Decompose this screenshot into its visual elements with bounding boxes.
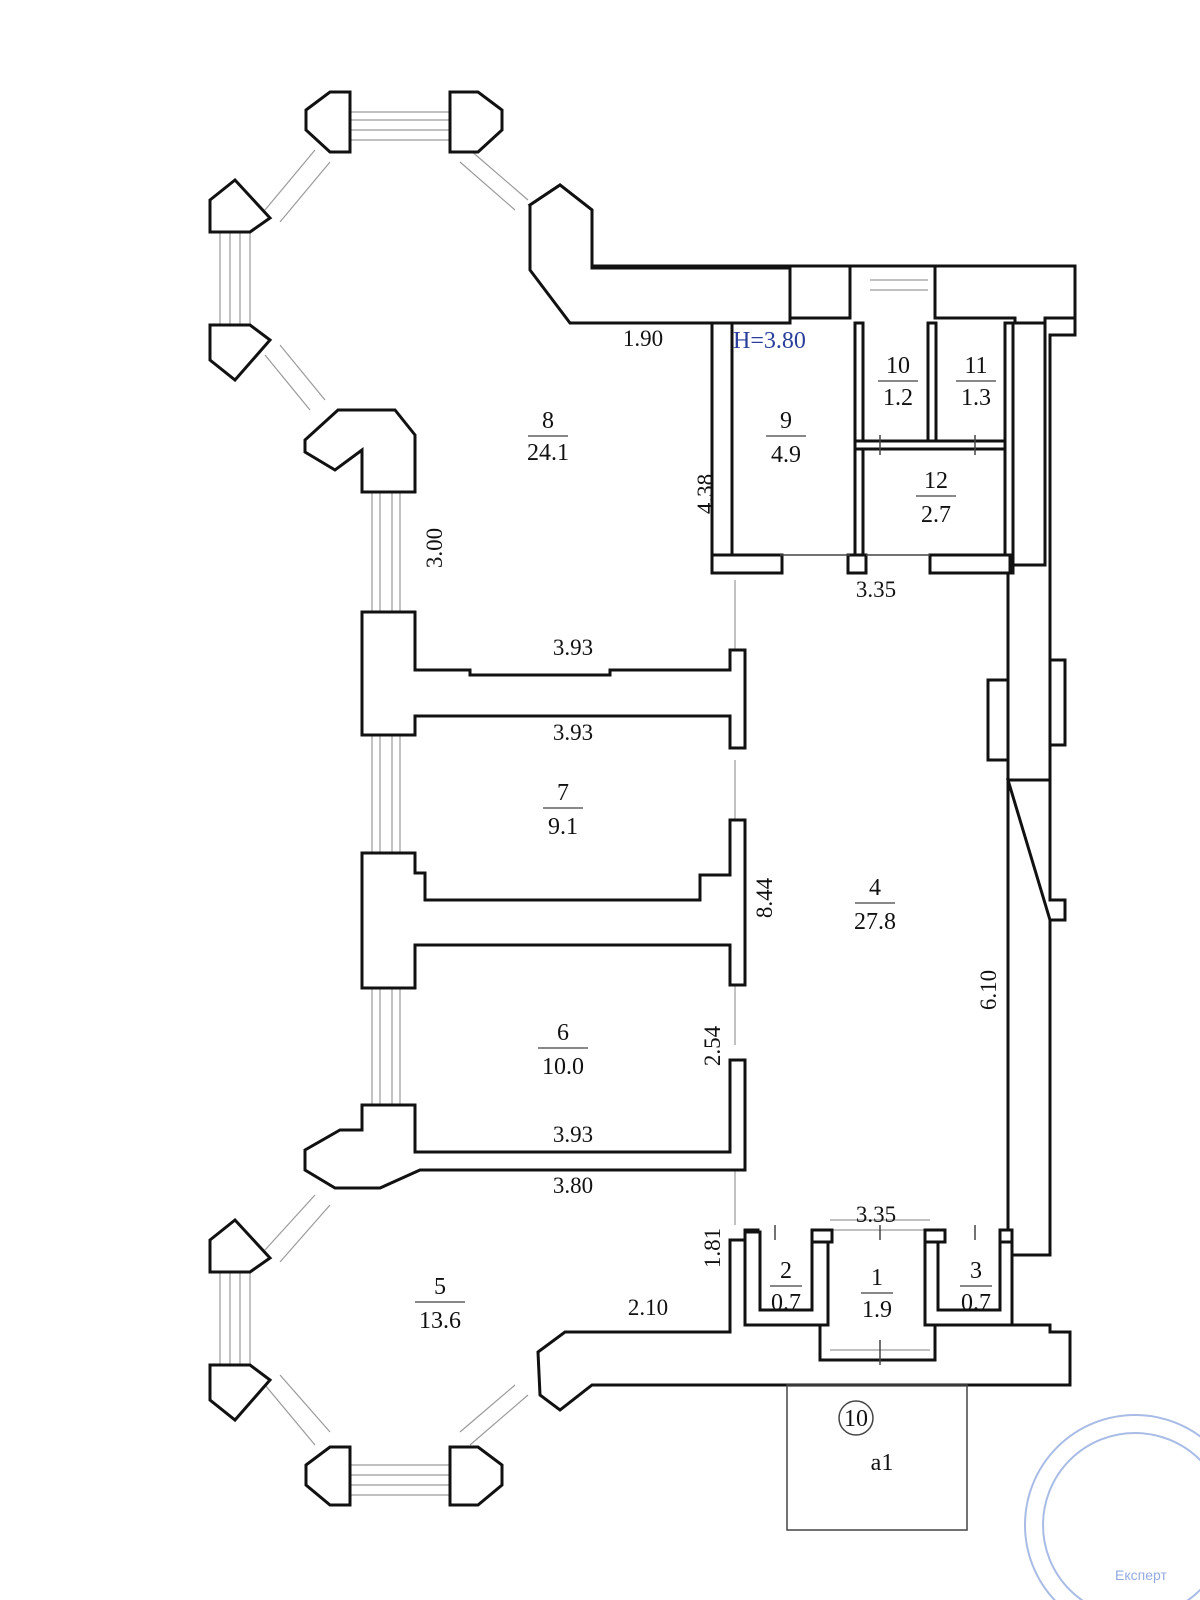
room-1: 1 1.9 — [861, 1265, 893, 1323]
svg-text:4: 4 — [869, 875, 881, 901]
svg-text:12: 12 — [924, 468, 948, 494]
svg-text:10: 10 — [886, 353, 910, 379]
svg-text:8: 8 — [542, 408, 554, 434]
dim-2-54: 2.54 — [700, 1025, 725, 1066]
dim-3-93-c: 3.93 — [553, 1122, 593, 1147]
svg-text:10.0: 10.0 — [542, 1054, 584, 1080]
room-9: 9 4.9 — [766, 408, 806, 468]
svg-text:7: 7 — [557, 780, 569, 806]
dim-1-81: 1.81 — [700, 1228, 725, 1268]
dim-3-80: 3.80 — [553, 1173, 593, 1198]
walls — [208, 90, 1077, 1507]
dim-8-44: 8.44 — [752, 877, 777, 918]
room-10: 10 1.2 — [878, 353, 918, 411]
svg-text:6: 6 — [557, 1020, 569, 1046]
dim-3-00: 3.00 — [422, 528, 447, 568]
room-3: 3 0.7 — [960, 1258, 992, 1316]
room-7: 7 9.1 — [543, 780, 583, 840]
svg-text:27.8: 27.8 — [854, 909, 896, 935]
room-2: 2 0.7 — [770, 1258, 802, 1316]
svg-text:2.7: 2.7 — [921, 502, 951, 528]
svg-text:0.7: 0.7 — [961, 1290, 991, 1316]
windows — [219, 111, 930, 1496]
svg-text:4.9: 4.9 — [771, 442, 801, 468]
stamp: Експерт — [1024, 1414, 1200, 1600]
dim-3-93-b: 3.93 — [553, 720, 593, 745]
svg-text:9.1: 9.1 — [548, 814, 578, 840]
svg-text:13.6: 13.6 — [419, 1308, 461, 1334]
dim-1-90: 1.90 — [623, 326, 663, 351]
svg-text:11: 11 — [964, 353, 987, 379]
room-12: 12 2.7 — [916, 468, 956, 528]
room-11: 11 1.3 — [956, 353, 996, 411]
svg-text:0.7: 0.7 — [771, 1290, 801, 1316]
porch-number: 10 — [844, 1406, 868, 1432]
dim-3-93-a: 3.93 — [553, 635, 593, 660]
svg-text:1.9: 1.9 — [862, 1297, 892, 1323]
ceiling-height-label: H=3.80 — [733, 328, 806, 354]
svg-text:1.3: 1.3 — [961, 385, 991, 411]
dimension-labels: 1.90 4.38 3.00 3.93 3.93 8.44 2.54 3.93 … — [422, 326, 1001, 1320]
svg-text:5: 5 — [434, 1274, 446, 1300]
svg-text:1: 1 — [871, 1265, 883, 1291]
porch-number-circle — [838, 1400, 874, 1436]
svg-text:1.2: 1.2 — [883, 385, 913, 411]
svg-text:2: 2 — [780, 1258, 792, 1284]
room-5: 5 13.6 — [415, 1274, 465, 1334]
room-4: 4 27.8 — [854, 875, 896, 935]
dim-6-10: 6.10 — [976, 970, 1001, 1010]
stamp-text: Експерт — [1115, 1567, 1167, 1583]
dim-2-10: 2.10 — [628, 1295, 668, 1320]
room-6: 6 10.0 — [538, 1020, 588, 1080]
room-labels: 8 24.1 9 4.9 10 1.2 11 1.3 12 2.7 7 9.1 — [415, 353, 996, 1334]
door-ticks — [774, 435, 976, 1365]
dim-4-38: 4.38 — [693, 474, 718, 514]
room-8: 8 24.1 — [527, 408, 569, 466]
porch-label: a1 — [871, 1450, 894, 1476]
dim-3-35-bottom: 3.35 — [856, 1202, 896, 1227]
porch-a1: 10 a1 — [786, 1384, 968, 1531]
svg-text:3: 3 — [970, 1258, 982, 1284]
svg-text:9: 9 — [780, 408, 792, 434]
svg-text:24.1: 24.1 — [527, 440, 569, 466]
dim-3-35-top: 3.35 — [856, 577, 896, 602]
